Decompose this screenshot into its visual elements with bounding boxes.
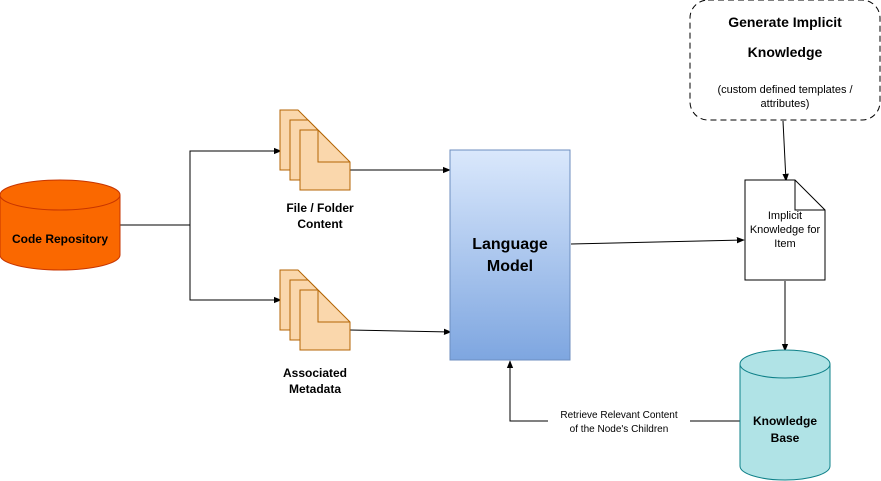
code-repository-label: Code Repository — [12, 232, 108, 246]
generate-implicit-title-2: Knowledge — [748, 44, 823, 60]
language-model-node: Language Model — [449, 149, 571, 361]
file-folder-label-1: File / Folder — [286, 201, 354, 215]
generate-implicit-note-2: attributes) — [761, 98, 810, 110]
generate-implicit-knowledge-node: Generate Implicit Knowledge (custom defi… — [689, 0, 881, 121]
implicit-knowledge-item-node: Implicit Knowledge for Item — [744, 179, 826, 281]
edge-generate-to-item — [782, 120, 789, 182]
metadata-docs-icon — [279, 269, 351, 351]
edge-repo-to-metadata — [189, 225, 282, 304]
implicit-item-label-3: Item — [774, 238, 795, 250]
edge-repo-to-files — [120, 147, 282, 226]
retrieve-label-2: of the Node's Children — [570, 424, 669, 435]
retrieve-label-1: Retrieve Relevant Content — [560, 410, 678, 421]
file-folder-label-2: Content — [297, 217, 342, 231]
code-repository-node: Code Repository — [0, 179, 121, 271]
generate-implicit-title-1: Generate Implicit — [728, 14, 842, 30]
edge-model-to-item — [570, 236, 745, 245]
generate-implicit-note-1: (custom defined templates / — [717, 84, 853, 96]
retrieve-edge-label: Retrieve Relevant Content of the Node's … — [548, 406, 690, 436]
language-model-label-1: Language — [472, 236, 548, 253]
edge-metadata-to-model — [349, 328, 452, 336]
file-folder-docs-icon — [279, 109, 351, 191]
implicit-item-label-2: Knowledge for — [750, 224, 821, 236]
language-model-label-2: Model — [487, 258, 533, 275]
metadata-label-1: Associated — [283, 366, 347, 380]
edges — [120, 120, 789, 422]
document-icon — [744, 179, 826, 281]
implicit-item-label-1: Implicit — [768, 210, 802, 222]
knowledge-base-label-1: Knowledge — [753, 414, 817, 428]
knowledge-base-node: Knowledge Base — [739, 349, 831, 481]
metadata-label-2: Metadata — [289, 382, 341, 396]
knowledge-base-label-2: Base — [771, 431, 800, 445]
